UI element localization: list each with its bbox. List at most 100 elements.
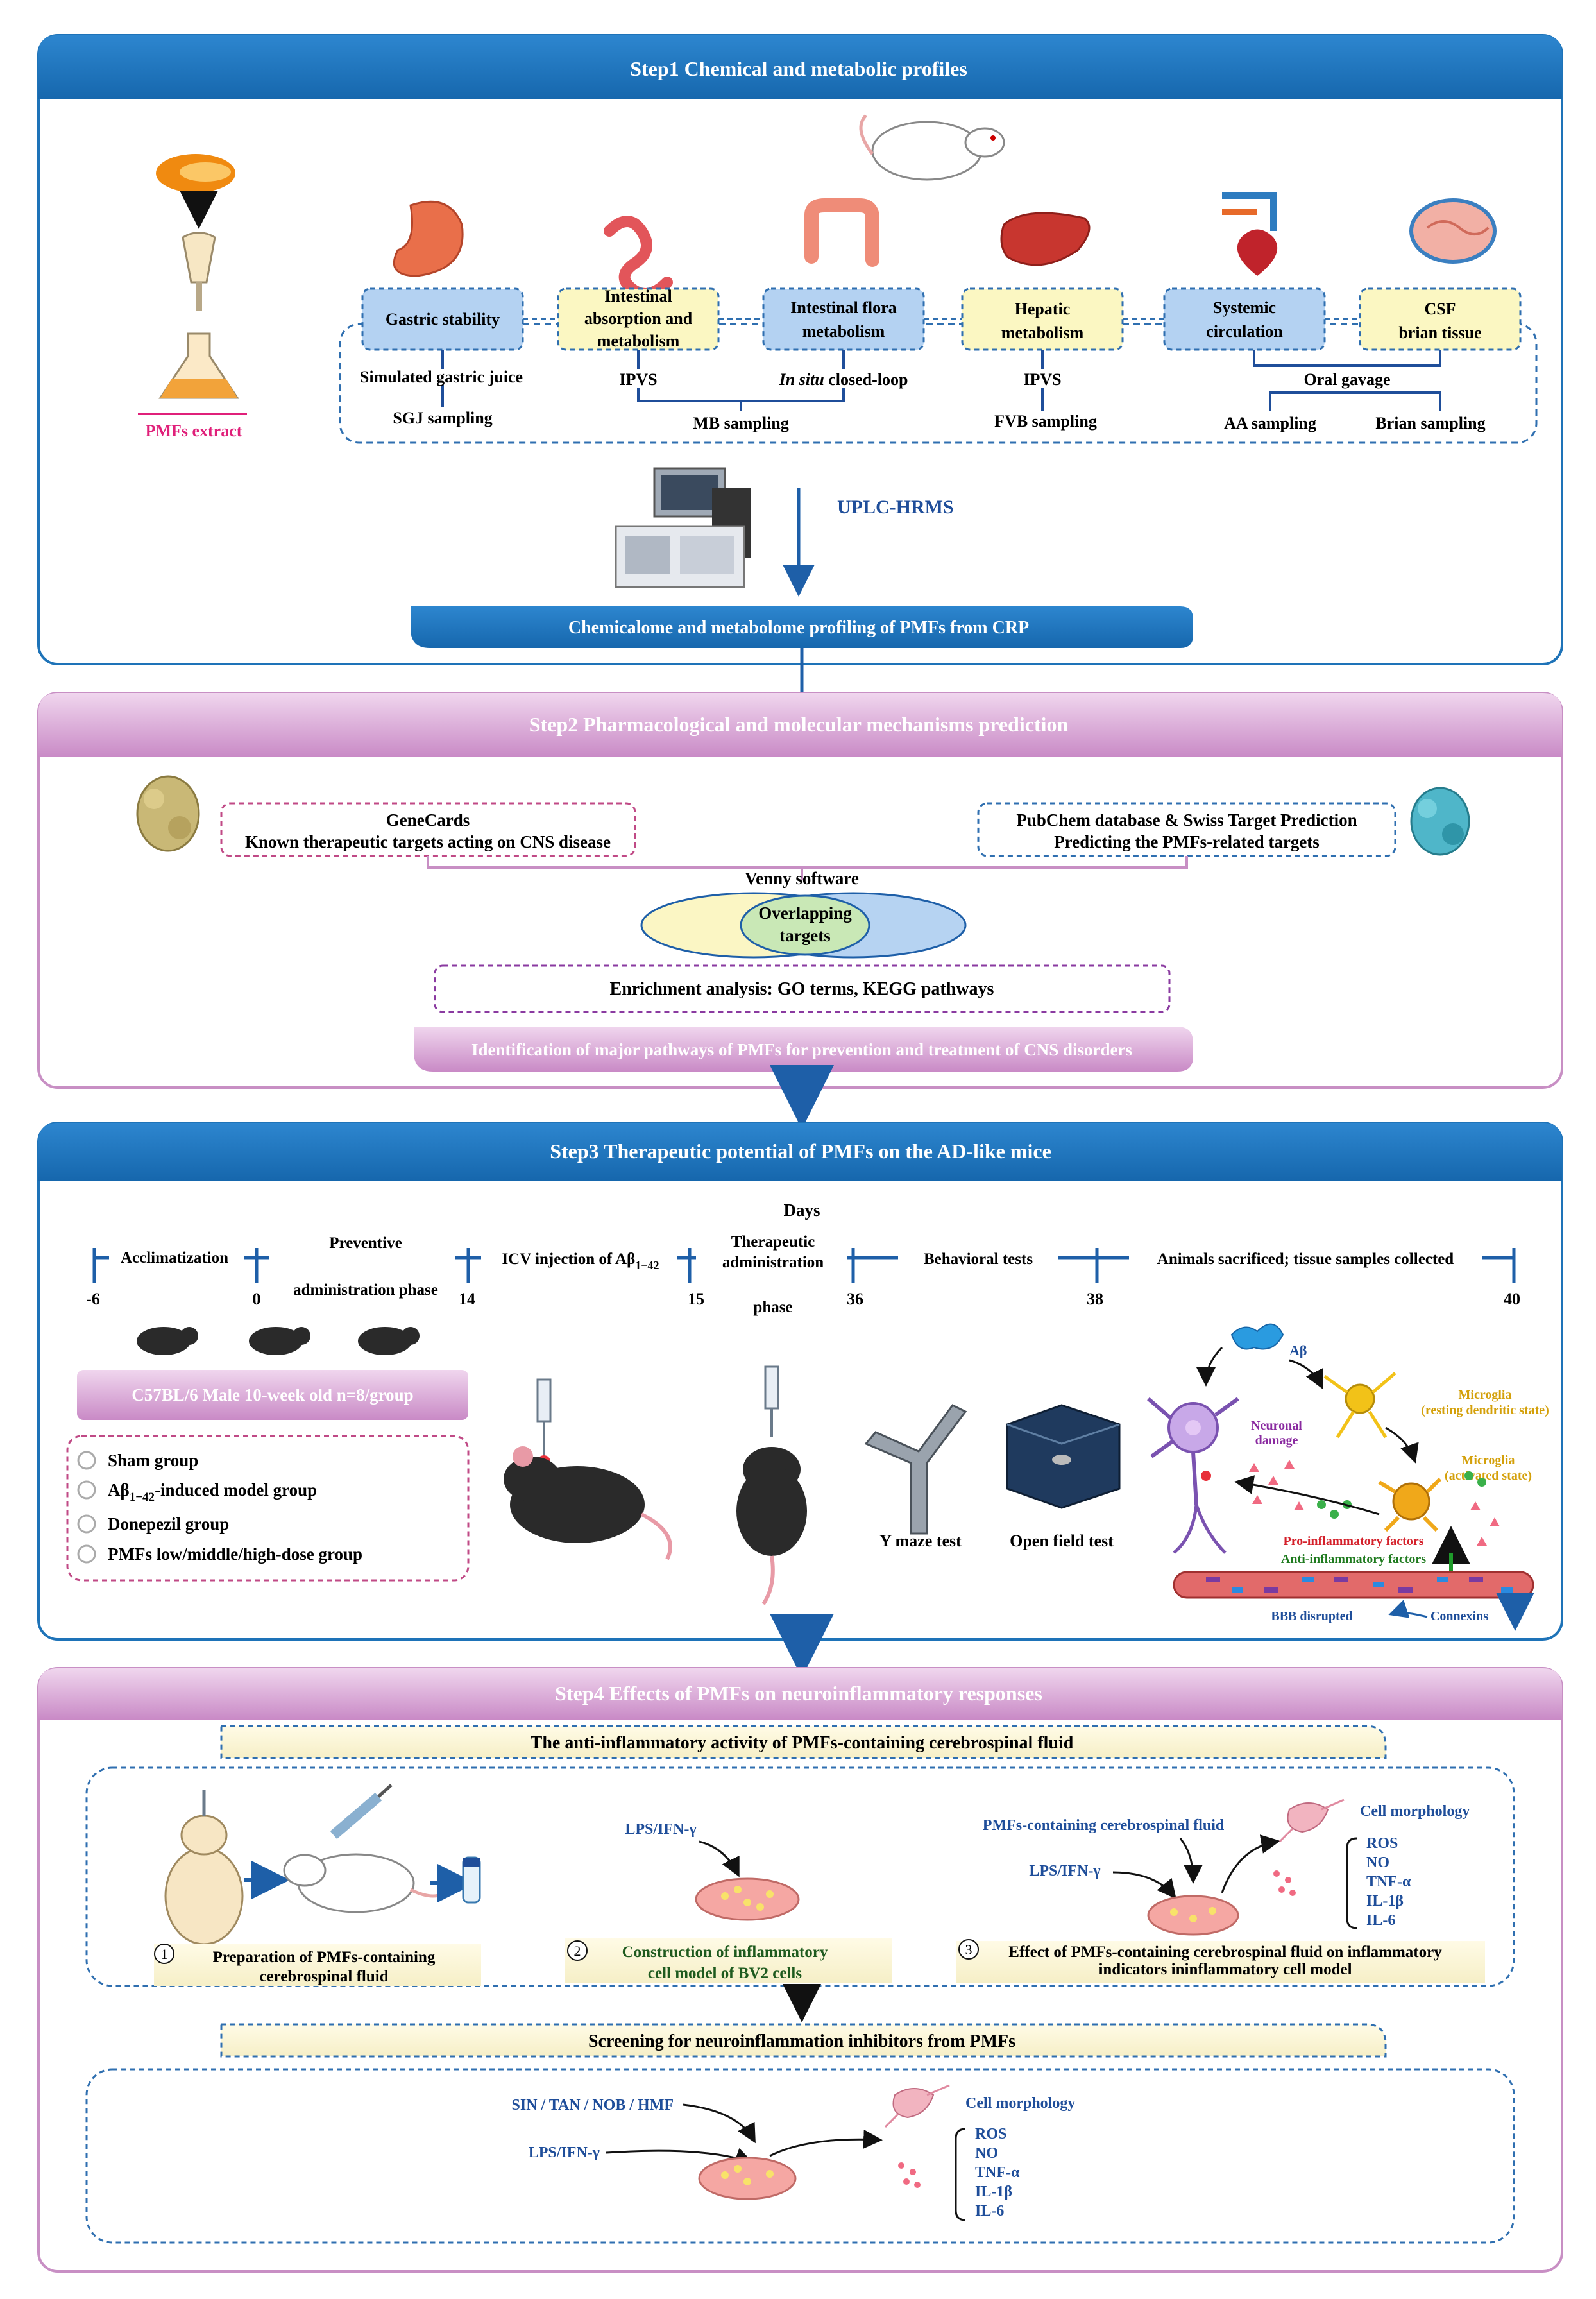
icv-injection-label: ICV injection of Aβ1−42 [502,1251,659,1272]
step4-panel: Step4 Effects of PMFs on neuroinflammato… [37,1667,1563,2273]
arrow-icon [1221,1834,1280,1893]
preventive-label-1: Preventive [329,1235,402,1252]
liver-icon [1000,212,1091,266]
svg-text:PubChem database & Swiss Targe: PubChem database & Swiss Target Predicti… [1016,810,1357,830]
svg-text:brian tissue: brian tissue [1398,323,1481,342]
simulated-gastric-label: Simulated gastric juice [360,368,523,386]
step2-banner: Identification of major pathways of PMFs… [414,1027,1193,1072]
pmfs-extract-label: PMFs extract [146,422,242,440]
neuron-icon [1147,1397,1239,1554]
cytokine-dots-icon [898,2162,921,2188]
arrow-icon [683,2103,756,2144]
microglia-activated-icon [1378,1477,1442,1532]
svg-text:Connexins: Connexins [1430,1609,1488,1623]
svg-text:indicators ininflammatory cel: indicators ininflammatory cell model [1098,1961,1352,1978]
step2-title: Step2 Pharmacological and molecular mech… [529,713,1069,736]
svg-text:Neuronal: Neuronal [1251,1419,1302,1433]
svg-text:Predicting the PMFs-related ta: Predicting the PMFs-related targets [1054,832,1320,851]
step2-panel: Step2 Pharmacological and molecular mech… [37,692,1563,1089]
rat-icon [859,114,1005,181]
svg-text:damage: damage [1255,1433,1298,1448]
target-protein-icon [1410,787,1470,856]
pubchem-box: PubChem database & Swiss Target Predicti… [977,802,1396,857]
petri-dish-icon [698,2157,797,2200]
svg-text:1: 1 [161,1946,168,1962]
days-label: Days [783,1201,820,1220]
white-rat-icon [283,1853,450,1913]
svg-text:metabolism: metabolism [1001,323,1084,342]
marker-item: ROS [975,2126,1006,2142]
svg-text:C57BL/6 Male 10-week old: C57BL/6 Male 10-week old n=8/group [132,1385,413,1405]
flask-icon [158,332,239,399]
group-model: Aβ1−42-induced model group [108,1480,317,1504]
node-hepatic-metabolism: Hepatic metabolism [961,287,1124,351]
svg-text:Hepatic: Hepatic [1015,300,1071,318]
marker-list-1: ROS NO TNF-α IL-1β IL-6 [1366,1835,1411,1929]
microglia-resting-icon [1323,1372,1396,1439]
brain-icon [1409,198,1497,264]
svg-text:Construction of inflammatory: Construction of inflammatory [622,1944,828,1961]
marker-brace [1346,1837,1357,1929]
venny-label: Venny software [745,869,859,888]
step1-title: Step1 Chemical and metabolic profiles [630,57,967,80]
marker-item: IL-6 [1366,1912,1395,1929]
svg-text:Microglia: Microglia [1459,1388,1512,1402]
svg-text:2: 2 [574,1943,581,1959]
substep-1-caption: 1 Preparation of PMFs-containing cerebro… [154,1944,481,1986]
mice-info-banner: C57BL/6 Male 10-week old n=8/group [77,1370,468,1420]
substep-2-caption: 2 Construction of inflammatory cell mode… [565,1938,892,1983]
black-mouse-upright-icon [736,1447,807,1605]
separatory-funnel-icon [182,232,216,311]
orange-peel-icon [156,154,235,192]
ipvs-label-2: IPVS [1023,370,1061,389]
svg-text:Known therapeutic targets acti: Known therapeutic targets acting on CNS … [245,832,611,851]
arrow-icon [699,1840,740,1877]
step4-title: Step4 Effects of PMFs on neuroinflammato… [555,1682,1042,1705]
ipvs-label-1: IPVS [619,370,657,389]
mice-group-icon [137,1327,420,1355]
cell-morphology-label-2: Cell morphology [965,2095,1075,2112]
svg-text:CSF: CSF [1424,300,1456,318]
svg-text:(resting dendritic state): (resting dendritic state) [1421,1403,1549,1417]
marker-item: TNF-α [1366,1874,1411,1890]
marker-item: IL-1β [1366,1893,1404,1910]
uplc-instrument-icon [615,467,751,588]
venn-diagram: Overlapping targets [640,892,967,959]
petri-dish-icon [1147,1895,1239,1936]
enrichment-box: Enrichment analysis: GO terms, KEGG path… [434,964,1171,1013]
substep-3-caption: 3 Effect of PMFs-containing cerebrospina… [956,1939,1485,1983]
genecards-box: GeneCards Known therapeutic targets acti… [220,802,636,857]
open-field-label: Open field test [1010,1532,1114,1550]
aa-sampling-label: AA sampling [1224,414,1316,432]
therapeutic-label-2: administration [722,1254,824,1271]
colon-icon [804,198,879,267]
fvb-sampling-label: FVB sampling [994,412,1097,431]
uplc-hrms-label: UPLC-HRMS [837,497,954,518]
group-pmfs: PMFs low/middle/high-dose group [108,1544,362,1564]
anti-inflammatory-dots-icon [1317,1471,1486,1519]
tick-label: -6 [86,1290,100,1308]
arrow-icon [1112,1871,1176,1899]
svg-text:Preparation of PMFs-containing: Preparation of PMFs-containing [213,1949,436,1966]
group-sham: Sham group [108,1451,198,1470]
stomach-icon [393,200,464,277]
svg-text:circulation: circulation [1206,322,1283,341]
in-situ-label: In situ closed-loop [779,370,908,389]
node-gastric-stability: Gastric stability [361,287,524,351]
svg-text:cerebrospinal fluid: cerebrospinal fluid [259,1968,388,1985]
svg-text:3: 3 [965,1942,972,1958]
black-mouse-icon [504,1446,672,1560]
y-maze-icon [864,1404,967,1535]
heart-circulation-icon [1222,192,1278,276]
svg-text:(activated state): (activated state) [1445,1469,1532,1483]
marker-list-2: ROS NO TNF-α IL-1β IL-6 [975,2126,1020,2219]
svg-text:Screening for neuroinflammatio: Screening for neuroinflammation inhibito… [588,2031,1015,2051]
svg-text:GeneCards: GeneCards [386,810,470,830]
upright-rat-icon [164,1790,244,1945]
sacrificed-label: Animals sacrificed; tissue samples colle… [1157,1251,1454,1268]
blood-vessel-icon [1173,1571,1534,1599]
cytokine-dots-icon [1249,1460,1500,1546]
syringe-icon [764,1365,779,1437]
petri-dish-icon [695,1877,800,1921]
